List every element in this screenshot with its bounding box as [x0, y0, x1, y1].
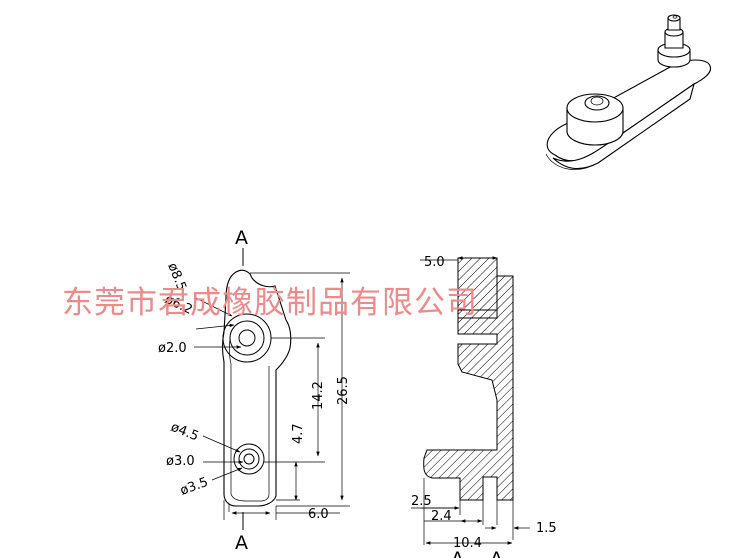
dim-dia-3-0: ø3.0 [166, 454, 195, 469]
dim-2-5: 2.5 [411, 494, 432, 509]
dim-14-2: 14.2 [311, 381, 326, 410]
dim-dia-2-0: ø2.0 [158, 341, 187, 356]
dim-2-4: 2.4 [431, 509, 452, 524]
dim-1-5: 1.5 [536, 521, 557, 536]
front-view: A A ø8.5 ø6.2 ø2.0 ø4.5 ø3.0 ø3.5 26.5 [158, 227, 351, 554]
dim-dia-3-5: ø3.5 [178, 475, 210, 499]
dim-26-5: 26.5 [336, 376, 351, 405]
section-profile [423, 257, 514, 501]
dim-10-4: 10.4 [453, 536, 482, 551]
section-label-side-2: A [490, 548, 503, 558]
isometric-view [545, 14, 712, 170]
dim-dia-4-5: ø4.5 [169, 420, 201, 445]
dim-6-0: 6.0 [308, 507, 329, 522]
dim-5-0: 5.0 [424, 255, 445, 270]
company-watermark: 东莞市君成橡胶制品有限公司 [62, 285, 478, 321]
section-label-top: A [235, 227, 248, 249]
section-label-bottom: A [235, 532, 248, 554]
dim-4-7: 4.7 [291, 423, 306, 444]
section-view: 5.0 2.5 2.4 1.5 10.4 A A [411, 255, 557, 558]
section-label-side-1: A [451, 548, 464, 558]
